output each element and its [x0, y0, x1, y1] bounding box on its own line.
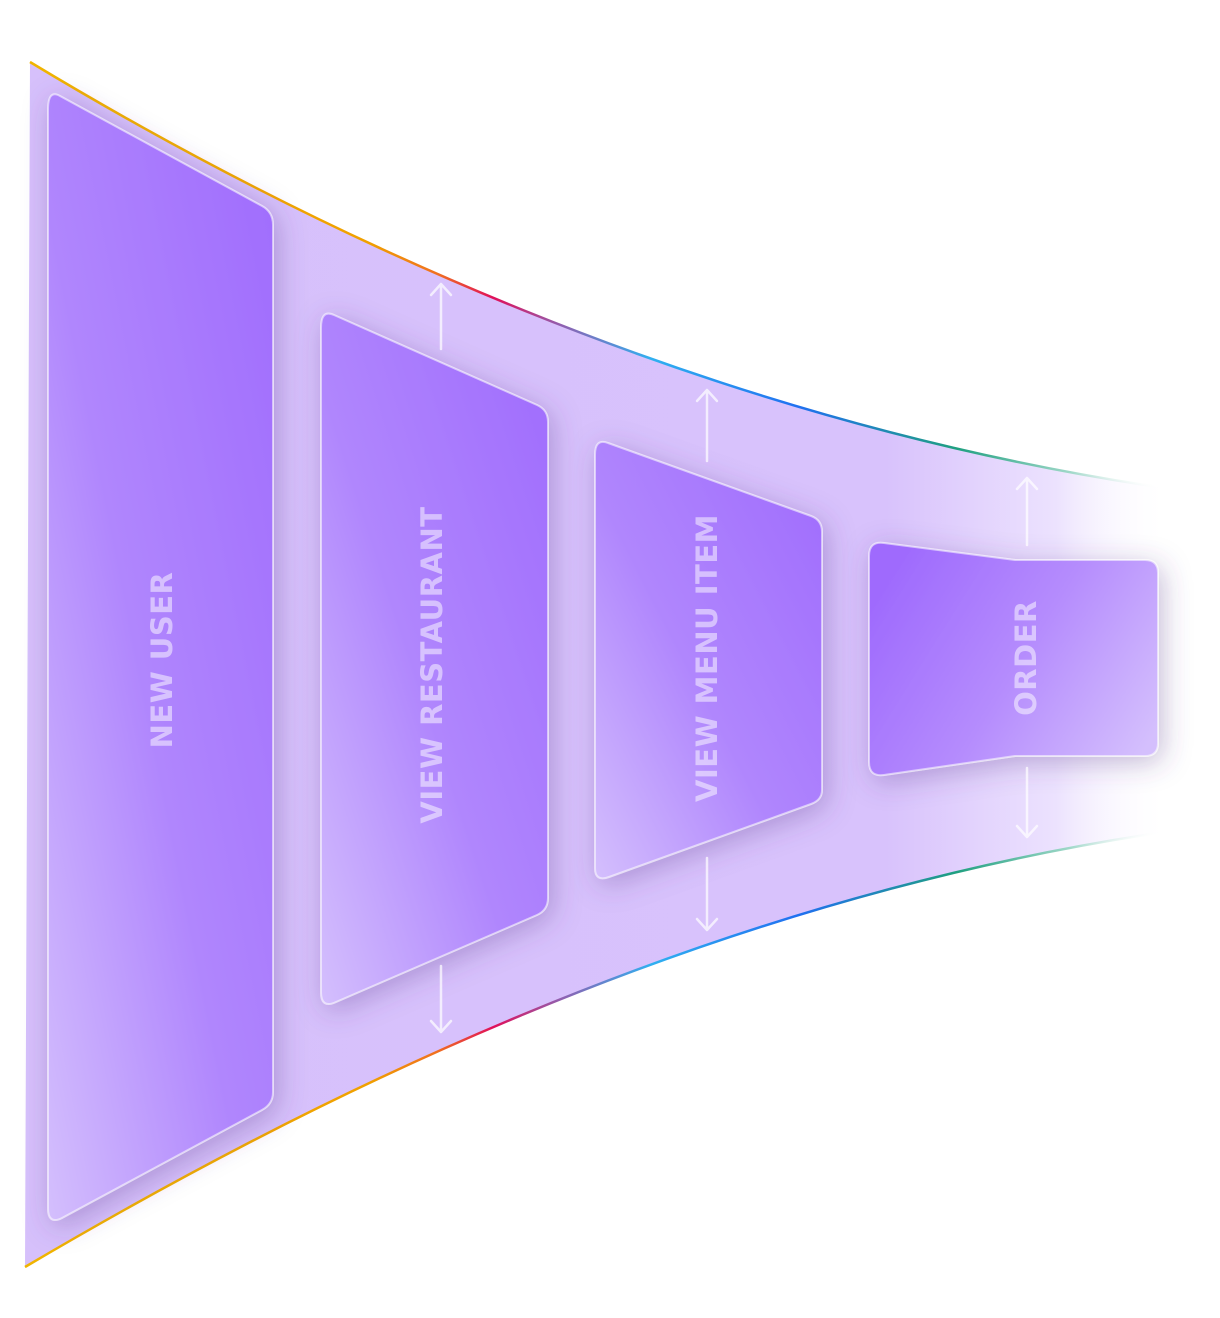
arrow-up-icon	[1015, 476, 1039, 547]
stage-label-view-menu-item: VIEW MENU ITEM	[690, 514, 724, 802]
stage-label-order: ORDER	[1009, 600, 1043, 716]
stage-view-restaurant[interactable]: VIEW RESTAURANT	[320, 312, 549, 1005]
stage-label-new-user: NEW USER	[145, 572, 179, 749]
arrow-up-icon	[429, 282, 453, 351]
arrow-down-icon	[695, 856, 719, 932]
stage-label-view-restaurant: VIEW RESTAURANT	[415, 506, 449, 823]
stage-order[interactable]: ORDER	[868, 541, 1159, 777]
stage-new-user[interactable]: NEW USER	[47, 93, 274, 1221]
arrow-down-icon	[429, 964, 453, 1034]
arrow-down-icon	[1015, 766, 1039, 839]
funnel-bottom-edge	[24, 830, 1166, 1269]
arrow-up-icon	[695, 388, 719, 463]
funnel-top-edge	[29, 60, 1166, 490]
stage-view-menu-item[interactable]: VIEW MENU ITEM	[594, 440, 823, 880]
